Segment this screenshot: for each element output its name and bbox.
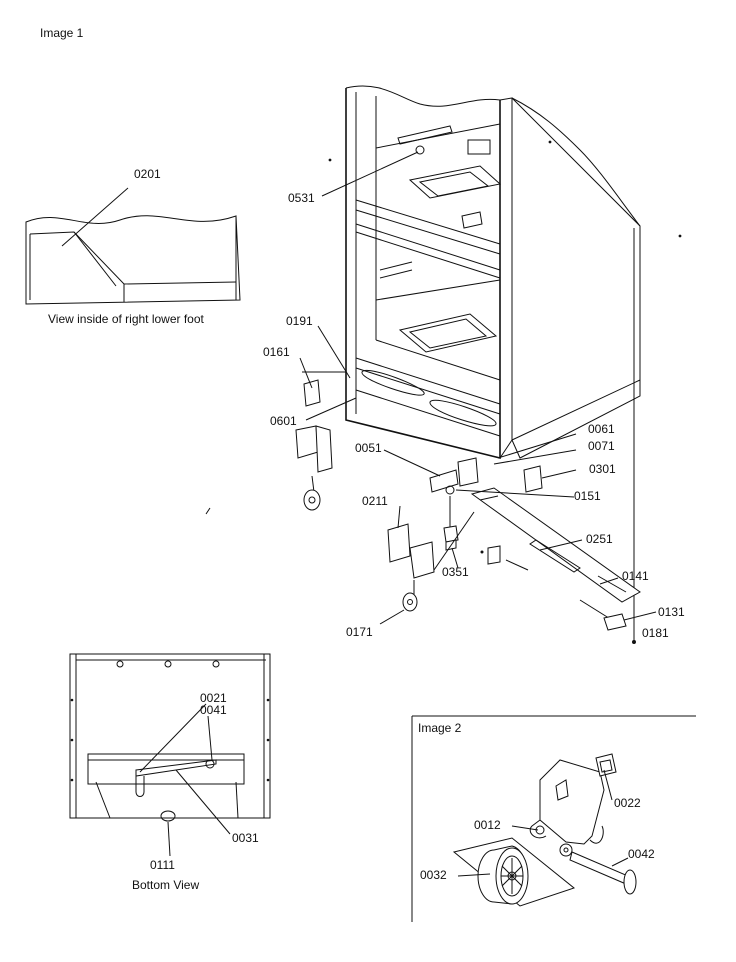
label-0071: 0071 xyxy=(588,439,615,453)
bottom-view-drawing xyxy=(69,653,271,857)
image2-drawing xyxy=(452,753,637,907)
label-0012: 0012 xyxy=(474,818,501,832)
foot-inset xyxy=(25,187,241,305)
label-0161: 0161 xyxy=(263,345,290,359)
label-0171: 0171 xyxy=(346,625,373,639)
caption-foot-view: View inside of right lower foot xyxy=(48,312,205,326)
label-0022: 0022 xyxy=(614,796,641,810)
label-0051: 0051 xyxy=(355,441,382,455)
label-0042: 0042 xyxy=(628,847,655,861)
left-hinge-assembly xyxy=(295,371,357,511)
label-0301: 0301 xyxy=(589,462,616,476)
image1-title: Image 1 xyxy=(40,26,84,40)
label-0531: 0531 xyxy=(288,191,315,205)
label-0211: 0211 xyxy=(362,494,388,508)
label-0251: 0251 xyxy=(586,532,613,546)
label-0201: 0201 xyxy=(134,167,161,181)
center-hinge-assembly xyxy=(387,457,529,612)
label-0032: 0032 xyxy=(420,868,447,882)
label-0021: 0021 xyxy=(200,691,227,705)
label-0151: 0151 xyxy=(574,489,601,503)
caption-bottom-view: Bottom View xyxy=(132,878,199,892)
label-0181: 0181 xyxy=(642,626,669,640)
label-0061: 0061 xyxy=(588,422,615,436)
leader-lines xyxy=(299,151,657,625)
label-0111: 0111 xyxy=(150,858,175,872)
image2-frame xyxy=(411,715,696,922)
cabinet-drawing xyxy=(328,85,682,644)
label-0041: 0041 xyxy=(200,703,227,717)
label-0141: 0141 xyxy=(622,569,649,583)
label-0031: 0031 xyxy=(232,831,259,845)
base-bracket xyxy=(470,465,641,631)
label-0601: 0601 xyxy=(270,414,297,428)
image2-title: Image 2 xyxy=(418,721,462,735)
label-0131: 0131 xyxy=(658,605,685,619)
label-0191: 0191 xyxy=(286,314,313,328)
label-0351: 0351 xyxy=(442,565,469,579)
